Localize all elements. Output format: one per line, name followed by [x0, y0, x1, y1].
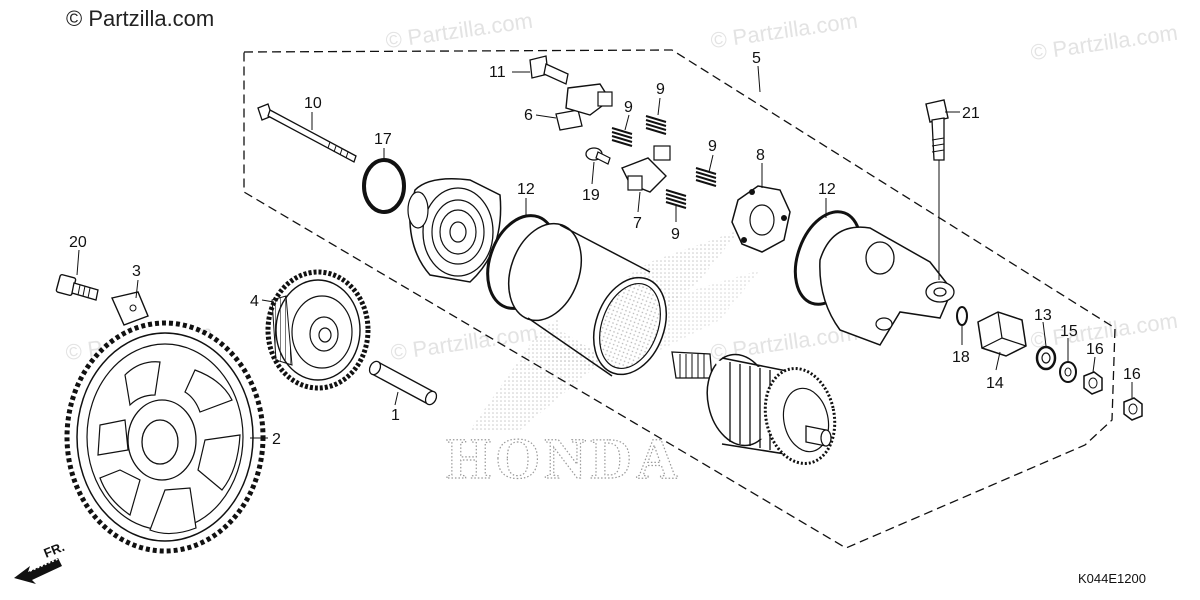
part-2-driven-gear — [64, 320, 266, 554]
part-7-brush-holder — [621, 145, 671, 193]
callout-2: 2 — [272, 431, 281, 448]
rear-cover-bracket — [819, 226, 955, 346]
part-19-screw — [585, 147, 611, 165]
callout-16: 16 — [1123, 366, 1141, 383]
callout-5: 5 — [752, 50, 761, 67]
part-21-bolt — [925, 99, 949, 161]
armature — [671, 351, 837, 465]
part-9-spring — [695, 167, 717, 187]
copyright-notice: © Partzilla.com — [66, 6, 215, 31]
callout-8: 8 — [756, 147, 765, 164]
callout-17: 17 — [374, 131, 392, 148]
callout-21: 21 — [962, 105, 980, 122]
callout-3: 3 — [132, 263, 141, 280]
front-cover — [407, 178, 502, 283]
assembly-boundary — [243, 49, 1116, 549]
callout-9: 9 — [671, 226, 680, 243]
callout-9: 9 — [708, 138, 717, 155]
callout-13: 13 — [1034, 307, 1052, 324]
callout-9: 9 — [656, 81, 665, 98]
callout-18: 18 — [952, 349, 970, 366]
part-3-hole — [129, 304, 137, 312]
drawing-code: K044E1200 — [1078, 571, 1146, 586]
part-11-terminal-bolt — [529, 55, 569, 85]
callout-20: 20 — [69, 234, 87, 251]
callout-12: 12 — [517, 181, 535, 198]
callout-14: 14 — [986, 375, 1004, 392]
callout-10: 10 — [304, 95, 322, 112]
brush-upper — [597, 91, 613, 107]
callout-19: 19 — [582, 187, 600, 204]
callout-11: 11 — [489, 64, 506, 81]
part-16-nut — [1123, 397, 1143, 421]
part-6-brush — [555, 109, 583, 131]
part-4-reduction-gear — [265, 269, 371, 391]
part-8-insulator — [731, 185, 791, 253]
callout-1: 1 — [391, 407, 400, 424]
front-label: FR. — [42, 539, 67, 561]
leader-lines — [76, 65, 1133, 439]
callout-7: 7 — [633, 215, 642, 232]
part-9-spring — [611, 127, 633, 147]
callout-4: 4 — [250, 293, 259, 310]
part-16-nut — [1083, 371, 1103, 395]
part-17-o-ring — [362, 158, 406, 214]
part-20-bolt — [55, 273, 99, 301]
front-direction-arrow-icon — [14, 558, 62, 584]
part-10-long-bolt — [257, 103, 357, 163]
part-18-washer — [956, 306, 968, 326]
callout-6: 6 — [524, 107, 533, 124]
part-9-spring — [665, 189, 687, 209]
honda-brand-watermark: HONDA — [446, 426, 682, 491]
part-14-collar — [977, 311, 1027, 357]
motor-case — [508, 222, 667, 385]
callout-9: 9 — [624, 99, 633, 116]
callout-15: 15 — [1060, 323, 1078, 340]
callout-16: 16 — [1086, 341, 1104, 358]
part-9-spring — [645, 115, 667, 135]
part-1-shaft-pin — [368, 360, 438, 406]
callout-12: 12 — [818, 181, 836, 198]
